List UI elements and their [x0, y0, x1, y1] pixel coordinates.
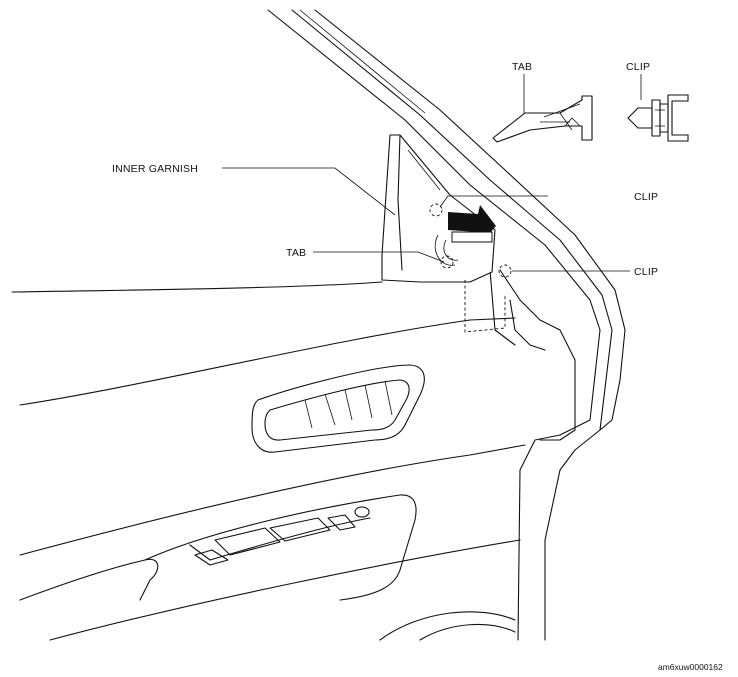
tab-marker	[440, 255, 454, 269]
inner-garnish-label: INNER GARNISH	[112, 163, 198, 175]
clip-detail-label: CLIP	[626, 61, 650, 73]
door-panel	[11, 281, 526, 641]
clip-upper-label: CLIP	[634, 191, 658, 203]
armrest-switch-panel	[19, 494, 417, 601]
clip-upper-marker	[429, 203, 443, 217]
callout-leaders	[222, 167, 630, 272]
clip-lower-label: CLIP	[634, 266, 658, 278]
tab-detail-label: TAB	[512, 61, 532, 73]
removal-arrow	[448, 205, 496, 243]
garnish-hidden-edge	[464, 280, 506, 333]
inner-garnish-part	[381, 134, 512, 283]
door-handle	[251, 364, 425, 453]
tab-label: TAB	[286, 247, 306, 259]
clip-lower-marker	[498, 264, 512, 278]
lower-door	[379, 611, 516, 641]
clip-detail: CLIP	[626, 61, 689, 142]
door-frame	[267, 9, 626, 641]
tab-detail: TAB	[492, 61, 593, 143]
figure-id: am6xuw0000162	[658, 662, 723, 672]
corner-trim	[489, 269, 576, 441]
